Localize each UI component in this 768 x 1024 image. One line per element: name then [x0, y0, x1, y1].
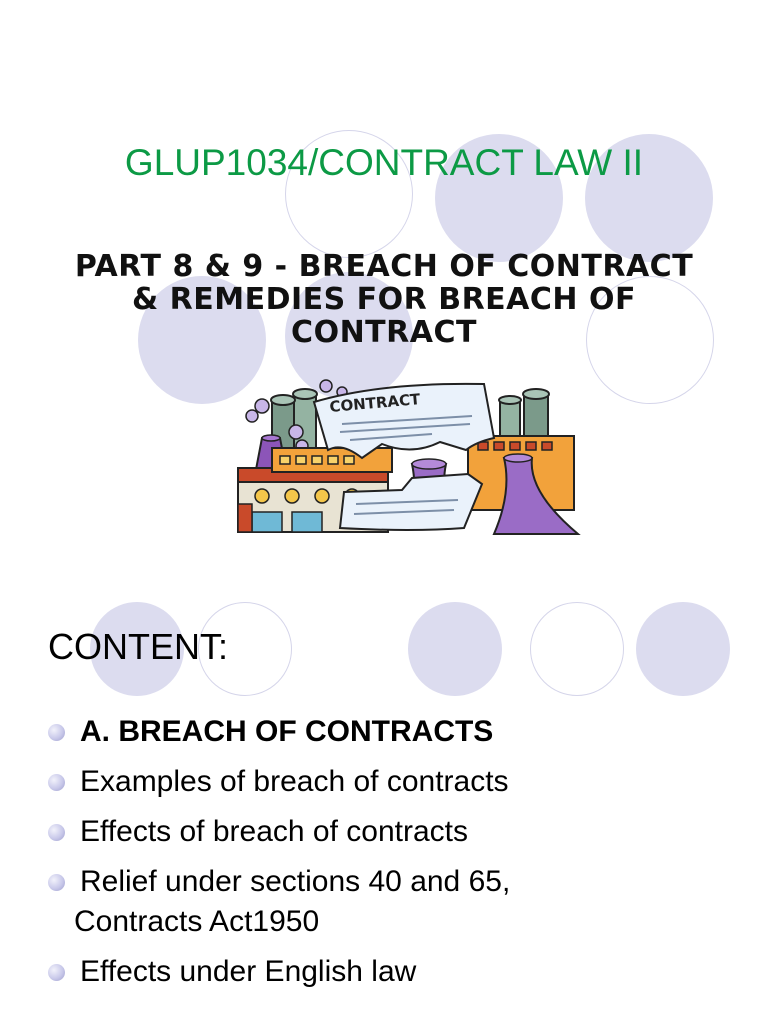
- bullet-icon: [48, 724, 65, 741]
- bullet-item: A. BREACH OF CONTRACTS: [48, 712, 728, 752]
- content-heading: CONTENT:: [48, 626, 228, 667]
- bullet-icon: [48, 874, 65, 891]
- bullet-text: Examples of breach of contracts: [80, 765, 509, 798]
- decorative-circle: [585, 134, 713, 262]
- bullet-icon: [48, 774, 65, 791]
- decorative-circle: [285, 130, 413, 258]
- content-bullet-list: A. BREACH OF CONTRACTS Examples of breac…: [48, 712, 728, 1002]
- bullet-text: Relief under sections 40 and 65,: [80, 865, 511, 898]
- bullet-item: Effects under English law: [48, 952, 728, 992]
- bullet-text: A. BREACH OF CONTRACTS: [80, 715, 494, 748]
- title-slide: GLUP1034/CONTRACT LAW II PART 8 & 9 - BR…: [74, 130, 714, 535]
- bullet-item: Effects of breach of contracts: [48, 812, 728, 852]
- decorative-circle: [435, 134, 563, 262]
- decorative-circle: [90, 602, 184, 696]
- bullet-text: Effects of breach of contracts: [80, 815, 468, 848]
- part-title: PART 8 & 9 - BREACH OF CONTRACT & REMEDI…: [74, 249, 694, 350]
- decorative-circle: [530, 602, 624, 696]
- content-slide: [0, 580, 768, 1024]
- decorative-circle: [138, 276, 266, 404]
- contract-factory-clipart: CONTRACT: [237, 379, 581, 535]
- decorative-circle: [586, 276, 714, 404]
- bullet-text-continuation: Contracts Act1950: [74, 905, 320, 938]
- bullet-text: Effects under English law: [80, 955, 417, 988]
- bullet-icon: [48, 964, 65, 981]
- decorative-circle: [198, 602, 292, 696]
- decorative-circle: [285, 272, 413, 400]
- decorative-circle: [408, 602, 502, 696]
- bullet-icon: [48, 824, 65, 841]
- course-title: GLUP1034/CONTRACT LAW II: [124, 142, 644, 183]
- bullet-item: Examples of breach of contracts: [48, 762, 728, 802]
- decorative-circle: [636, 602, 730, 696]
- bullet-item: Relief under sections 40 and 65, Contrac…: [48, 862, 728, 942]
